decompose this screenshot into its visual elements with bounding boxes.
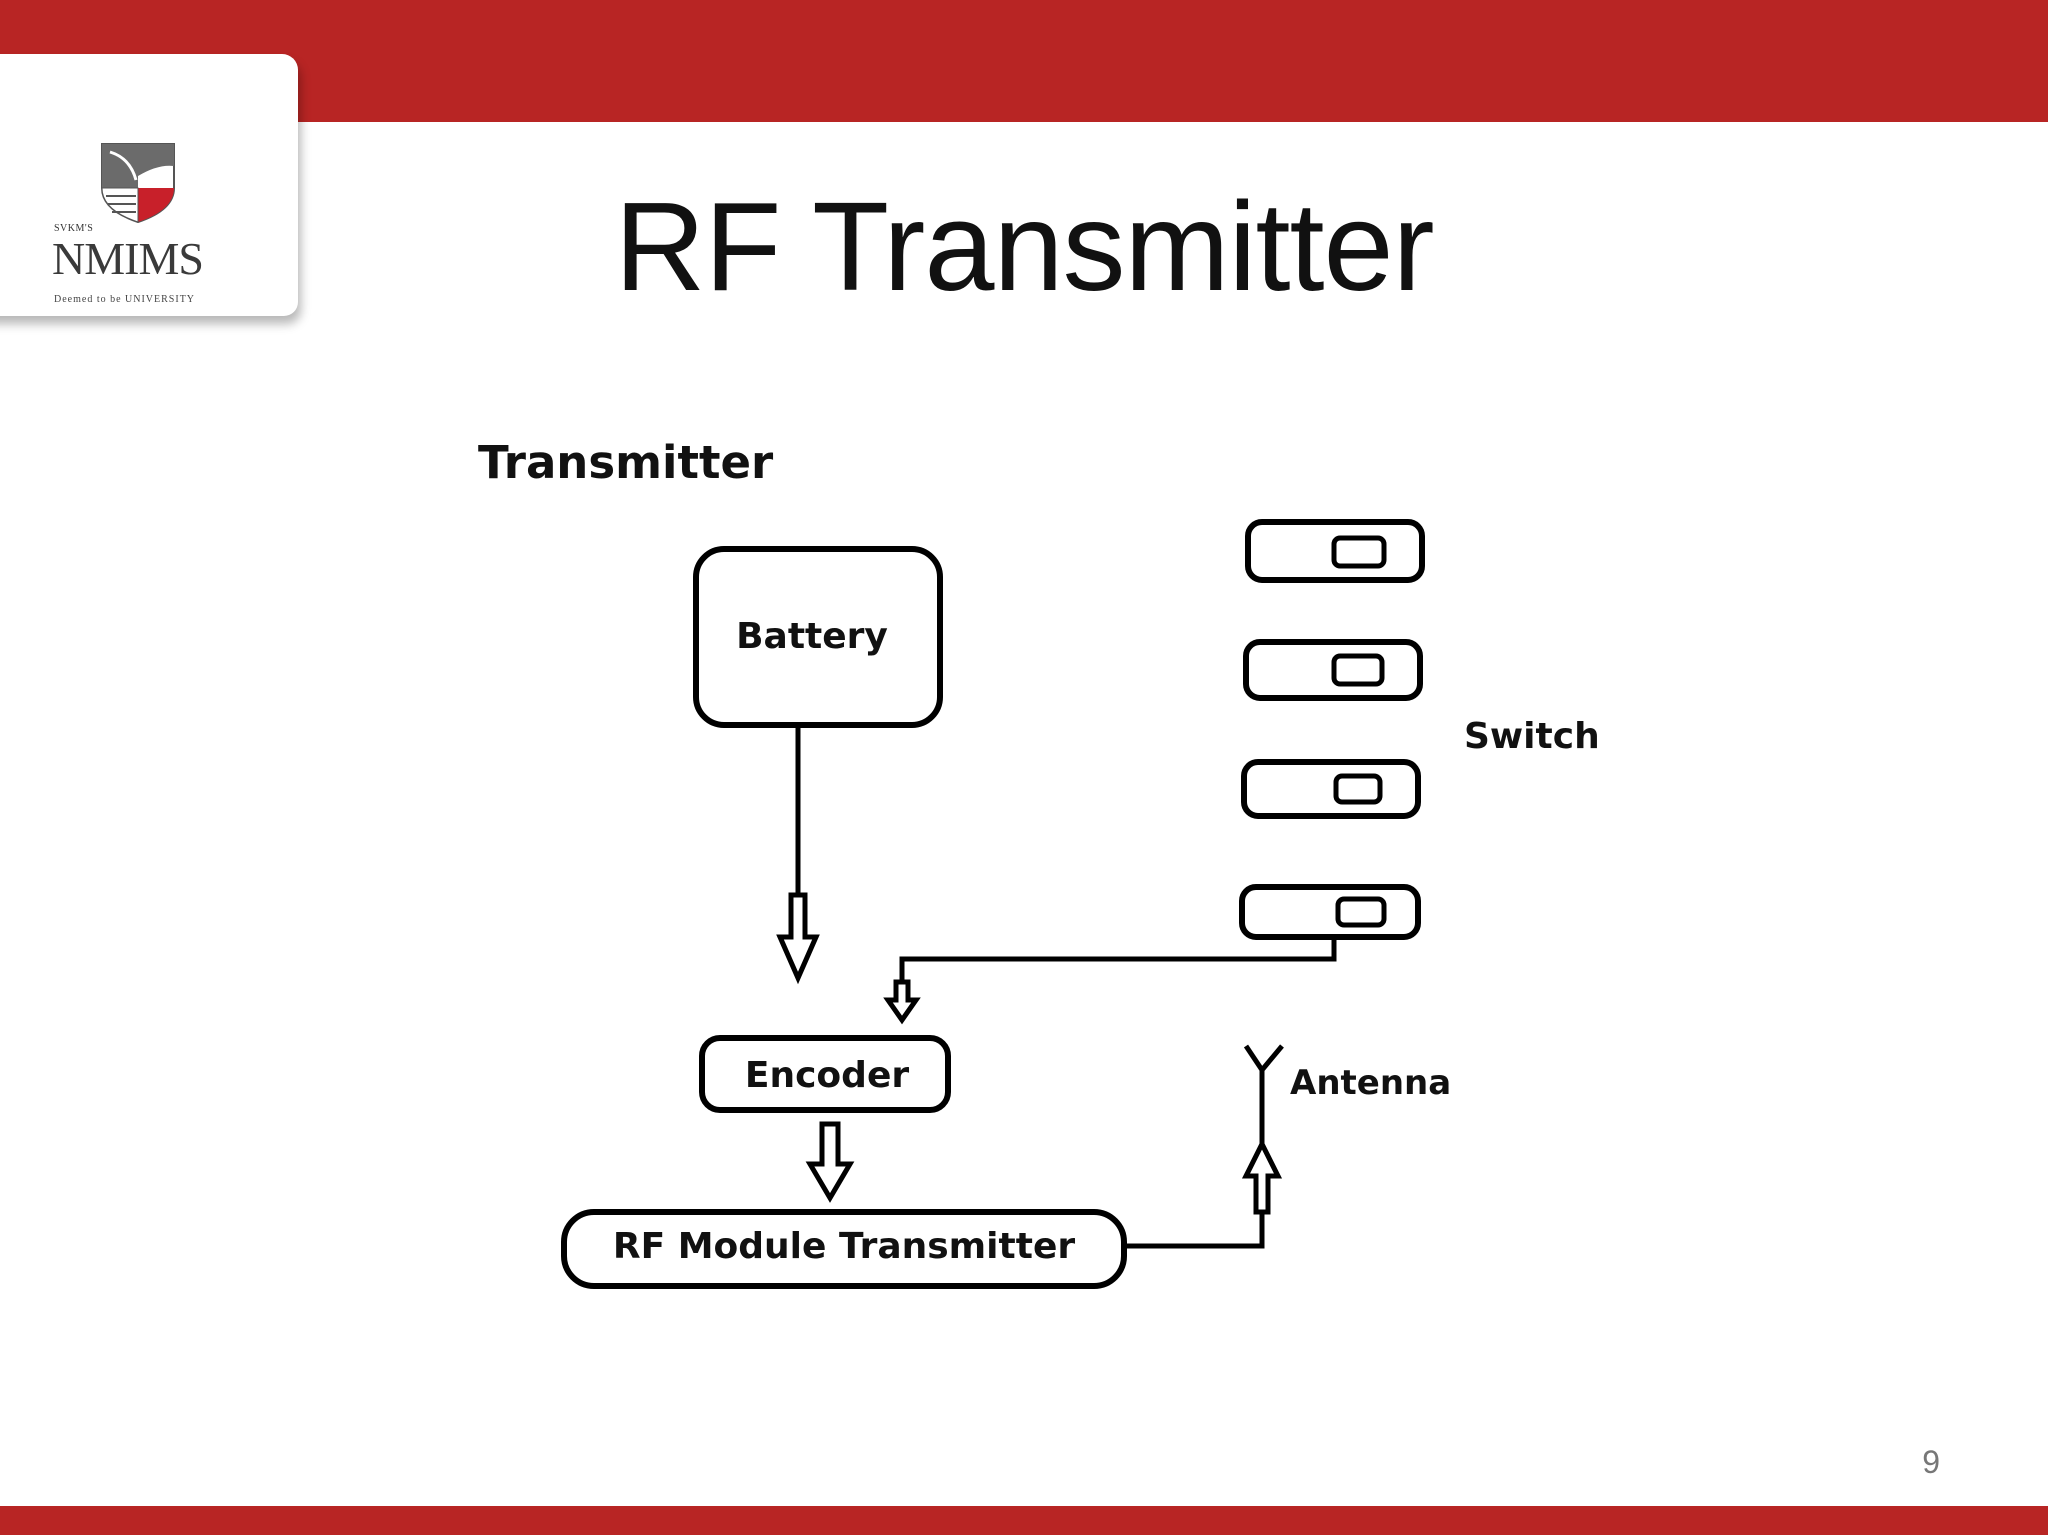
encoder-label: Encoder: [745, 1055, 909, 1096]
antenna-icon: [1243, 1044, 1284, 1144]
page-number: 9: [1922, 1444, 1940, 1480]
switch-4: [1239, 884, 1421, 940]
switch-arrow-icon: [883, 979, 921, 1025]
rf-module-label: RF Module Transmitter: [613, 1226, 1075, 1267]
logo-tagline: Deemed to be UNIVERSITY: [54, 294, 196, 305]
switch-1: [1245, 519, 1425, 583]
logo-name: NMIMS: [52, 233, 204, 284]
logo-prefix: SVKM'S: [54, 223, 94, 234]
switch-label: Switch: [1464, 716, 1600, 757]
antenna-label: Antenna: [1290, 1063, 1451, 1103]
slide-title-text: RF Transmitter: [614, 176, 1434, 317]
battery-arrow-icon: [776, 892, 820, 985]
university-crest-icon: [101, 143, 175, 224]
switch-2: [1243, 639, 1423, 701]
logo-tab: SVKM'S NMIMS Deemed to be UNIVERSITY: [0, 54, 298, 316]
rf-module-box: [561, 1209, 1127, 1289]
battery-box: [693, 546, 943, 728]
diagram-heading: Transmitter: [478, 436, 774, 489]
switch-3: [1241, 759, 1421, 819]
header-bar: [0, 0, 2048, 122]
battery-label: Battery: [736, 616, 888, 657]
switch-wire: [899, 937, 1337, 982]
antenna-arrow-icon: [1241, 1138, 1283, 1215]
encoder-arrow-icon: [805, 1121, 855, 1203]
footer-bar: [0, 1506, 2048, 1535]
antenna-wire: [1124, 1212, 1265, 1249]
slide-title: RF Transmitter: [0, 176, 2048, 317]
encoder-box: [699, 1035, 951, 1113]
